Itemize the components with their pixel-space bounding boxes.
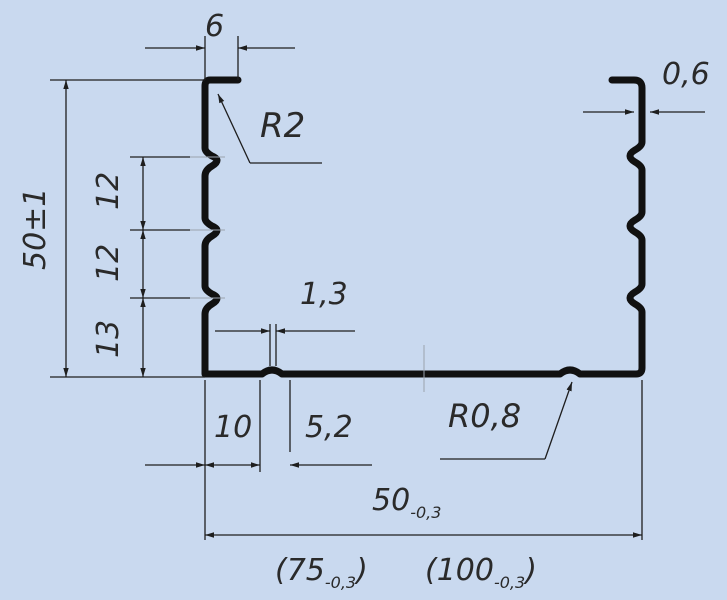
alt-width-75: (75-0,3) [275, 553, 368, 592]
channel-profile [201, 76, 646, 378]
groove-span-dimension: 5,2 [305, 410, 353, 445]
flange-dimension: 6 [205, 9, 224, 44]
radius-bottom-label: R0,8 [448, 397, 521, 435]
radius-top-label: R2 [260, 106, 305, 146]
radius-bottom-leader [544, 381, 573, 460]
offset-dimension: 10 [214, 410, 252, 445]
pitch-c-dimension: 13 [91, 320, 126, 358]
pitch-a-dimension: 12 [91, 172, 126, 210]
width-dimension: 50-0,3 [372, 483, 441, 522]
groove-width-dimension: 1,3 [300, 277, 348, 312]
height-dimension: 50±1 [18, 188, 53, 270]
width-value: 50 [372, 483, 410, 518]
alt-width-100: (100-0,3) [425, 553, 537, 592]
radius-top-leader [217, 93, 251, 164]
width-tolerance: -0,3 [410, 503, 441, 522]
thickness-dimension: 0,6 [662, 57, 710, 92]
pitch-b-dimension: 12 [91, 244, 126, 282]
